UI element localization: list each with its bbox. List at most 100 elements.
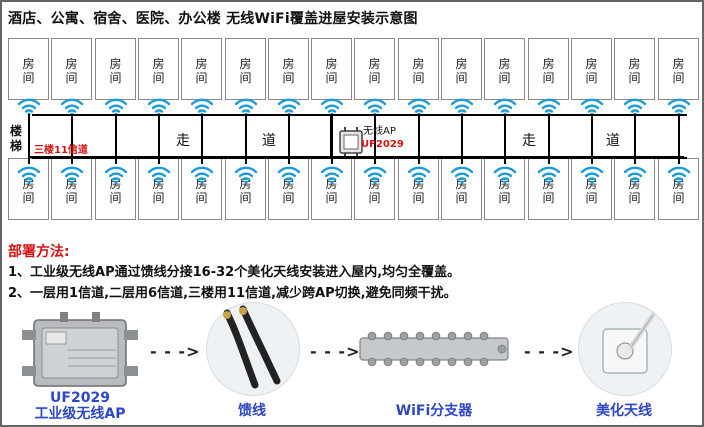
feeder-drop-line <box>418 156 420 164</box>
feeder-cable-caption: 馈线 <box>238 403 266 419</box>
room-label-char: 间 <box>282 71 295 85</box>
feeder-drop-line <box>71 156 73 164</box>
room-label-char: 房 <box>542 57 555 71</box>
wifi-antenna-icon <box>16 96 42 116</box>
room-label-char: 房 <box>152 57 165 71</box>
room-label-char: 间 <box>672 191 685 205</box>
wifi-antenna-icon <box>536 164 562 184</box>
wifi-antenna-icon <box>362 96 388 116</box>
room-label-char: 间 <box>65 191 78 205</box>
room-label-char: 间 <box>672 71 685 85</box>
room-label-char: 房 <box>498 57 511 71</box>
room-label-char: 间 <box>412 191 425 205</box>
top-room: 房间 <box>571 38 612 100</box>
top-room: 房间 <box>311 38 352 100</box>
room-label-char: 间 <box>628 191 641 205</box>
industrial-ap-model: UF2029 <box>50 390 110 406</box>
wifi-antenna-icon <box>233 164 259 184</box>
top-room: 房间 <box>181 38 222 100</box>
arrow-3: - - -> <box>524 342 575 361</box>
wifi-antenna-icon <box>276 96 302 116</box>
room-label-char: 房 <box>195 57 208 71</box>
top-room: 房间 <box>484 38 525 100</box>
feeder-drop-line <box>548 156 550 164</box>
room-label-char: 间 <box>585 191 598 205</box>
feeder-drop-line <box>288 114 290 158</box>
wifi-antenna-icon <box>449 164 475 184</box>
room-label-char: 房 <box>109 57 122 71</box>
feeder-drop-line <box>548 114 550 158</box>
feeder-drop-line <box>245 156 247 164</box>
wifi-antenna-icon <box>406 164 432 184</box>
wifi-antenna-icon <box>59 96 85 116</box>
deploy-step-1: 1、工业级无线AP通过馈线分接16-32个美化天线安装进入屋内,均匀全覆盖。 <box>8 265 461 280</box>
feeder-main-line <box>28 156 684 158</box>
feeder-drop-line <box>678 156 680 164</box>
room-label-char: 房 <box>412 57 425 71</box>
feeder-drop-line <box>158 114 160 158</box>
wifi-antenna-icon <box>362 164 388 184</box>
wifi-antenna-icon <box>449 96 475 116</box>
room-label-char: 间 <box>498 71 511 85</box>
feeder-drop-line <box>331 114 333 158</box>
feeder-drop-line <box>115 114 117 158</box>
stairs-char-1: 楼 <box>10 124 23 138</box>
wifi-antenna-icon <box>319 164 345 184</box>
wifi-antenna-icon <box>492 96 518 116</box>
wifi-antenna-icon <box>492 164 518 184</box>
room-label-char: 房 <box>239 57 252 71</box>
room-label-char: 房 <box>282 57 295 71</box>
room-label-char: 房 <box>672 57 685 71</box>
room-label-char: 间 <box>498 191 511 205</box>
feeder-drop-line <box>201 114 203 158</box>
floor-channel-label: 三楼11信道 <box>34 145 88 156</box>
feeder-drop-line <box>28 114 30 158</box>
wifi-antenna-icon <box>189 164 215 184</box>
wifi-antenna-icon <box>579 164 605 184</box>
room-label-char: 间 <box>65 71 78 85</box>
top-room: 房间 <box>354 38 395 100</box>
wifi-antenna-icon <box>276 164 302 184</box>
top-room: 房间 <box>398 38 439 100</box>
room-label-char: 房 <box>325 57 338 71</box>
top-room: 房间 <box>8 38 49 100</box>
top-room: 房间 <box>441 38 482 100</box>
ap-small-label: 无线AP <box>363 126 396 137</box>
wifi-antenna-icon <box>59 164 85 184</box>
wifi-splitter-image <box>354 328 514 370</box>
room-label-char: 间 <box>368 71 381 85</box>
room-label-char: 间 <box>152 71 165 85</box>
room-label-char: 房 <box>455 57 468 71</box>
room-label-char: 房 <box>22 57 35 71</box>
feeder-drop-line <box>374 114 376 158</box>
room-label-char: 间 <box>282 191 295 205</box>
diagram-title: 酒店、公寓、宿舍、医院、办公楼 无线WiFi覆盖进屋安装示意图 <box>8 11 418 27</box>
room-label-char: 间 <box>239 191 252 205</box>
arrow-2: - - -> <box>310 342 361 361</box>
wifi-antenna-icon <box>16 164 42 184</box>
corridor-text-4: 道 <box>606 133 620 149</box>
room-label-char: 间 <box>368 191 381 205</box>
top-room: 房间 <box>658 38 699 100</box>
bottom-room: 房间 <box>484 158 525 220</box>
corridor-text-1: 走 <box>176 133 190 149</box>
room-label-char: 间 <box>628 71 641 85</box>
room-label-char: 房 <box>368 57 381 71</box>
wifi-antenna-icon <box>406 96 432 116</box>
feeder-drop-line <box>331 156 333 164</box>
wifi-antenna-icon <box>622 96 648 116</box>
wifi-antenna-icon <box>536 96 562 116</box>
beauty-antenna-caption: 美化天线 <box>596 403 652 419</box>
industrial-ap-image <box>20 310 140 396</box>
room-label-char: 房 <box>628 57 641 71</box>
feeder-drop-line <box>374 156 376 164</box>
room-label-char: 间 <box>455 71 468 85</box>
ap-small-model: UF2029 <box>361 139 404 150</box>
feeder-drop-line <box>71 114 73 158</box>
feeder-drop-line <box>418 114 420 158</box>
room-label-char: 间 <box>152 191 165 205</box>
stairs-char-2: 梯 <box>10 139 23 153</box>
wifi-antenna-icon <box>189 96 215 116</box>
feeder-drop-line <box>634 156 636 164</box>
